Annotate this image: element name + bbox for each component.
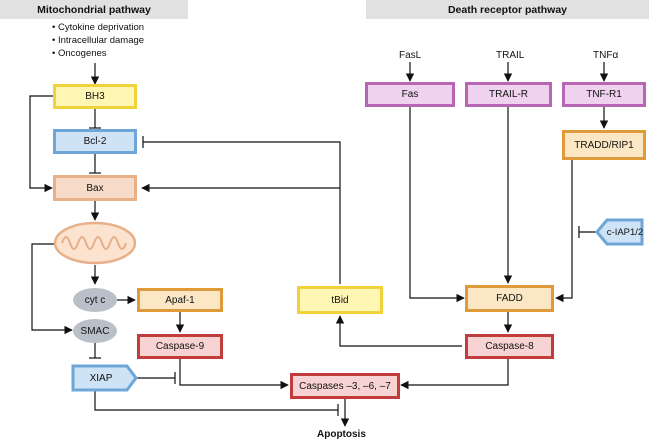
apoptosis-label: Apoptosis xyxy=(317,429,366,440)
stimulus-item: Oncogenes xyxy=(52,47,144,60)
bcl2-node: Bcl-2 xyxy=(53,129,137,154)
fas-node: Fas xyxy=(365,82,455,107)
cytc-oval: cyt c xyxy=(73,288,117,312)
caspases-367-node: Caspases –3, –6, –7 xyxy=(290,373,400,399)
mitochondrion-icon xyxy=(53,221,137,265)
bh3-node: BH3 xyxy=(53,84,137,109)
ciap-shape xyxy=(595,218,644,246)
ligand-trail: TRAIL xyxy=(496,50,525,61)
death-receptor-pathway-header: Death receptor pathway xyxy=(366,0,649,19)
trailr-node: TRAIL-R xyxy=(465,82,552,107)
mitochondrial-pathway-header: Mitochondrial pathway xyxy=(0,0,188,19)
ligand-fasl: FasL xyxy=(399,50,422,61)
stimulus-item: Intracellular damage xyxy=(52,34,144,47)
caspase9-node: Caspase-9 xyxy=(137,334,223,359)
tnfr1-node: TNF-R1 xyxy=(562,82,646,107)
tbid-node: tBid xyxy=(297,286,383,314)
tradd-rip1-node: TRADD/RIP1 xyxy=(562,130,646,160)
smac-oval: SMAC xyxy=(73,319,117,343)
bax-node: Bax xyxy=(53,175,137,201)
xiap-shape xyxy=(71,364,138,392)
ciap-label: c-IAP1/2 xyxy=(606,226,644,238)
stimuli-list: Cytokine deprivation Intracellular damag… xyxy=(52,21,144,60)
stimulus-item: Cytokine deprivation xyxy=(52,21,144,34)
apaf1-node: Apaf-1 xyxy=(137,288,223,312)
fadd-node: FADD xyxy=(465,285,554,312)
xiap-label: XIAP xyxy=(89,372,113,384)
caspase8-node: Caspase-8 xyxy=(465,334,554,359)
ligand-tnfa: TNFα xyxy=(593,50,619,61)
